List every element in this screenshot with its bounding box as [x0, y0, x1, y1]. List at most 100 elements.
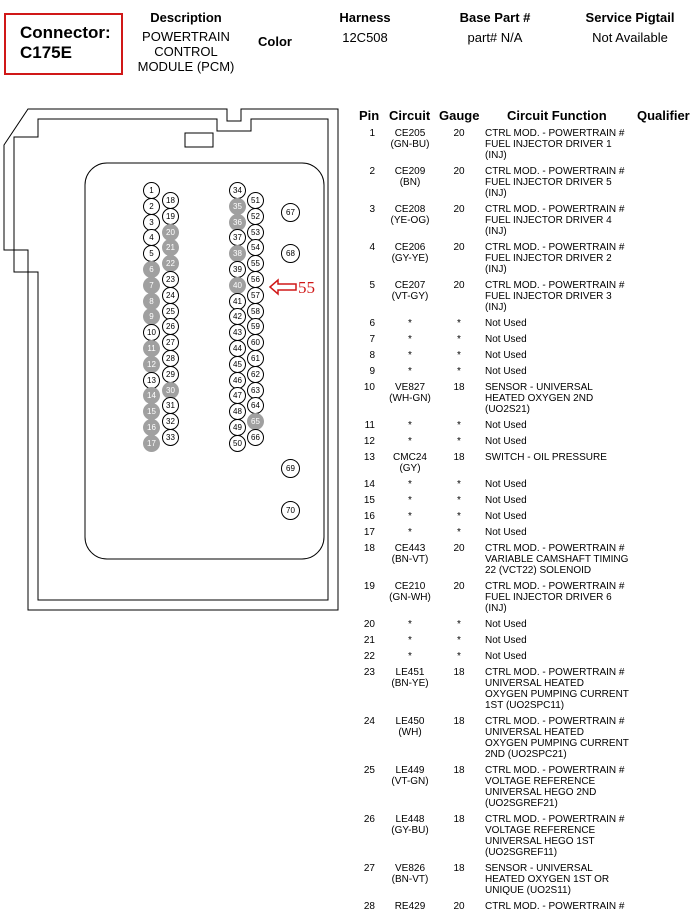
connector-inner-shell: [13, 118, 329, 601]
table-cell-pin: 4: [369, 242, 375, 253]
pin-cavity-15: 15: [143, 403, 160, 421]
pin-cavity-61: 61: [247, 350, 264, 367]
table-cell-pin: 11: [364, 420, 375, 431]
table-cell-gauge: *: [457, 334, 461, 345]
table-cell-pin: 9: [369, 366, 375, 377]
table-cell-circuit: VE827(WH-GN): [389, 382, 431, 404]
pin-cavity-7: 7: [143, 276, 160, 294]
table-cell-pin: 8: [369, 350, 375, 361]
table-cell-function: Not Used: [485, 619, 527, 630]
table-cell-pin: 22: [363, 651, 375, 662]
table-cell-function: Not Used: [485, 318, 527, 329]
pin-cavity-35: 35: [229, 197, 246, 215]
pin-cavity-36: 36: [229, 213, 246, 231]
table-cell-pin: 19: [363, 581, 375, 592]
table-cell-function: CTRL MOD. - POWERTRAIN #UNIVERSAL HEATED…: [485, 716, 629, 760]
table-cell-gauge: 18: [453, 716, 465, 727]
table-cell-gauge: *: [457, 479, 461, 490]
table-cell-pin: 12: [363, 436, 375, 447]
harness-value: 12C508: [342, 30, 388, 45]
table-cell-circuit: *: [408, 527, 412, 538]
pin-cavity-65: 65: [247, 413, 264, 431]
table-cell-circuit: *: [408, 350, 412, 361]
pin-cavity-16: 16: [143, 419, 160, 436]
table-cell-circuit: CE206(GY-YE): [391, 242, 429, 264]
pin-cavity-42: 42: [229, 308, 246, 326]
table-cell-circuit: CE207(VT-GY): [391, 280, 429, 302]
table-cell-gauge: 20: [453, 204, 465, 215]
table-cell-gauge: 18: [453, 765, 465, 776]
table-cell-pin: 13: [363, 452, 375, 463]
table-cell-function: CTRL MOD. - POWERTRAIN #FUEL INJECTOR DR…: [485, 204, 625, 237]
connector-label: Connector:: [20, 23, 111, 42]
pin-cavity-45: 45: [229, 355, 246, 373]
table-cell-gauge: *: [457, 635, 461, 646]
pin-cavity-12: 12: [143, 355, 160, 373]
table-cell-function: CTRL MOD. - POWERTRAIN #VOLTAGE REFERENC…: [485, 814, 625, 858]
table-cell-pin: 7: [369, 334, 375, 345]
table-cell-gauge: 20: [453, 242, 465, 253]
pin-cavity-30: 30: [162, 381, 179, 399]
table-cell-gauge: *: [457, 318, 461, 329]
table-cell-function: Not Used: [485, 651, 527, 662]
table-cell-pin: 16: [363, 511, 375, 522]
table-cell-circuit: CE210(GN-WH): [389, 581, 431, 603]
table-cell-gauge: 20: [453, 166, 465, 177]
table-cell-function: Not Used: [485, 420, 527, 431]
table-cell-pin: 21: [363, 635, 375, 646]
table-cell-gauge: 18: [453, 382, 465, 393]
table-cell-pin: 25: [363, 765, 375, 776]
table-cell-circuit: *: [408, 366, 412, 377]
pin-cavity-38: 38: [229, 245, 246, 263]
table-cell-circuit: *: [408, 318, 412, 329]
table-cell-function: CTRL MOD. - POWERTRAIN #FUEL INJECTOR DR…: [485, 581, 625, 614]
connector-cavity-area: [84, 162, 325, 560]
table-cell-function: CTRL MOD. - POWERTRAIN #UNIVERSAL HEATED…: [485, 667, 629, 711]
table-cell-function: Not Used: [485, 511, 527, 522]
table-cell-circuit: *: [408, 420, 412, 431]
table-cell-pin: 18: [363, 543, 375, 554]
table-cell-gauge: 18: [453, 863, 465, 874]
table-cell-function: SWITCH - OIL PRESSURE: [485, 452, 607, 463]
col-header-qualifier: Qualifier: [637, 108, 690, 123]
table-cell-pin: 28: [363, 901, 375, 912]
table-cell-circuit: *: [408, 651, 412, 662]
pin-cavity-28: 28: [162, 350, 179, 367]
table-cell-gauge: *: [457, 436, 461, 447]
pin-cavity-66: 66: [247, 429, 264, 446]
col-header-function: Circuit Function: [507, 108, 607, 123]
table-cell-function: Not Used: [485, 527, 527, 538]
pin-cavity-21: 21: [162, 239, 179, 257]
pin-cavity-26: 26: [162, 318, 179, 336]
table-cell-gauge: 18: [453, 667, 465, 678]
table-cell-circuit: LE448(GY-BU): [391, 814, 429, 836]
col-header-pin: Pin: [359, 108, 380, 123]
table-cell-gauge: *: [457, 651, 461, 662]
description-line: CONTROL: [154, 44, 218, 59]
pin-cavity-40: 40: [229, 276, 246, 294]
table-cell-circuit: CMC24(GY): [393, 452, 427, 474]
table-cell-gauge: *: [457, 420, 461, 431]
table-cell-pin: 27: [363, 863, 375, 874]
table-cell-circuit: LE450(WH): [395, 716, 425, 738]
table-cell-circuit: CE208(YE-OG): [390, 204, 430, 226]
table-cell-function: Not Used: [485, 495, 527, 506]
table-cell-gauge: 20: [453, 581, 465, 592]
table-cell-gauge: 18: [453, 814, 465, 825]
table-cell-pin: 24: [363, 716, 375, 727]
table-cell-function: CTRL MOD. - POWERTRAIN #VOLTAGE REFERENC…: [485, 765, 625, 809]
pin-cavity-20: 20: [162, 223, 179, 241]
pin-cavity-31: 31: [162, 397, 179, 415]
pin-cavity-17: 17: [143, 434, 160, 452]
table-cell-circuit: *: [408, 495, 412, 506]
table-cell-function: Not Used: [485, 334, 527, 345]
table-cell-gauge: *: [457, 495, 461, 506]
pin-cavity-50: 50: [229, 434, 246, 452]
table-cell-circuit: *: [408, 436, 412, 447]
table-cell-circuit: CE209(BN): [394, 166, 426, 188]
table-cell-function: CTRL MOD. - POWERTRAIN #FUEL INJECTOR DR…: [485, 280, 625, 313]
table-cell-gauge: 20: [453, 901, 465, 912]
